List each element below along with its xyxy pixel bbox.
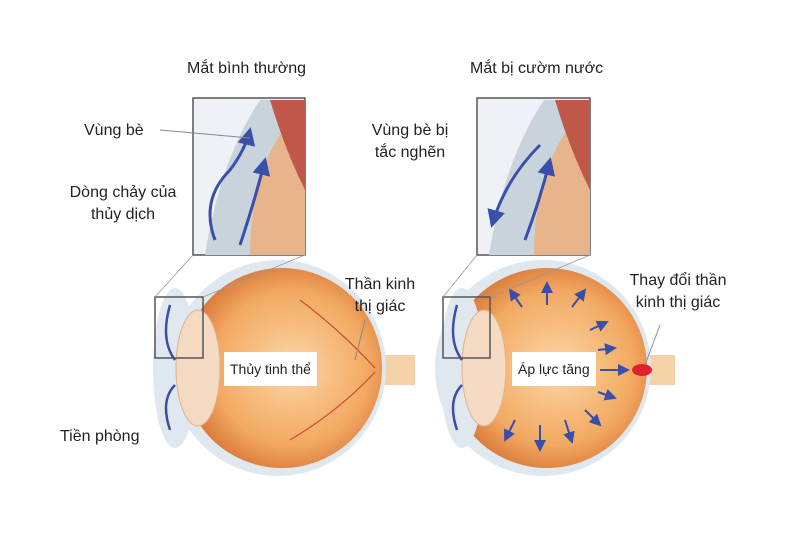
optic-nerve-label: Thần kinh thị giác bbox=[340, 274, 420, 318]
blocked-line-1: Vùng bè bị bbox=[371, 122, 449, 139]
blocked-line-2: tắc nghẽn bbox=[374, 144, 446, 161]
aqueous-flow-label: Dòng chảy của thủy dịch bbox=[58, 182, 188, 226]
nerve-change-line-1: Thay đổi thần bbox=[629, 272, 727, 289]
nerve-change-label: Thay đổi thần kinh thị giác bbox=[618, 270, 738, 314]
optic-line-1: Thần kinh bbox=[344, 276, 416, 293]
anterior-chamber-label: Tiền phòng bbox=[60, 428, 140, 445]
flow-line-2: thủy dịch bbox=[90, 206, 156, 223]
optic-line-2: thị giác bbox=[354, 298, 406, 315]
pressure-label: Áp lực tăng bbox=[512, 352, 596, 386]
lens-label: Thủy tinh thể bbox=[224, 352, 317, 386]
glaucoma-eye-title: Mắt bị cườm nước bbox=[470, 60, 604, 77]
blocked-trabecular-label: Vùng bè bị tắc nghẽn bbox=[360, 120, 460, 164]
nerve-change-line-2: kinh thị giác bbox=[635, 294, 721, 311]
flow-line-1: Dòng chảy của bbox=[69, 184, 177, 201]
normal-inset bbox=[192, 97, 306, 256]
pressure-arrows bbox=[504, 281, 630, 452]
trabecular-label: Vùng bè bbox=[84, 122, 144, 139]
normal-eye-title: Mắt bình thường bbox=[187, 60, 307, 77]
glaucoma-inset bbox=[476, 97, 591, 256]
